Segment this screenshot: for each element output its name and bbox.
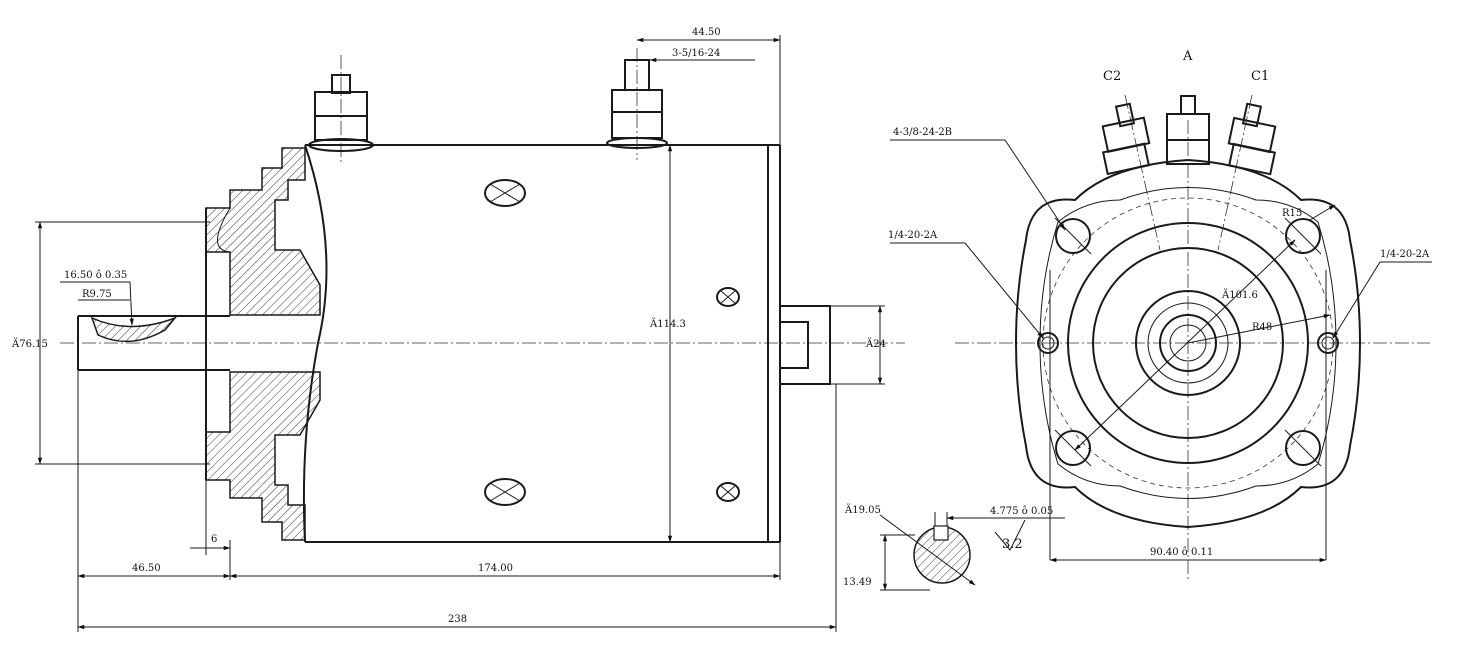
dim-thread-4-3-8: 4-3/8-24-2B (893, 127, 952, 138)
dim-r15: R15 (1282, 208, 1302, 219)
dim-thread-3-5-16-24: 3-5/16-24 (672, 48, 720, 59)
dim-dia-114-3: Ä114.3 (649, 318, 686, 330)
mounting-flange (205, 147, 321, 541)
dim-46-50: 46.50 (132, 563, 161, 574)
terminal-label-c2: C2 (1103, 69, 1121, 84)
dim-90-40: 90.40 ô 0.11 (1150, 547, 1213, 558)
dim-238: 238 (448, 614, 467, 625)
terminal-stud-left (308, 55, 374, 165)
terminal-c1 (1217, 94, 1277, 251)
dimension-lines (37, 35, 883, 632)
terminal-c2 (1101, 94, 1161, 251)
dim-r9-75: R9.75 (82, 289, 112, 300)
dim-44-50: 44.50 (692, 27, 721, 38)
mounting-hole-icon (1317, 332, 1339, 354)
dim-13-49: 13.49 (843, 577, 872, 588)
dim-dia-19-05: Ä19.05 (844, 504, 881, 516)
end-housing-outline (1014, 158, 1362, 529)
dim-6: 6 (211, 534, 217, 545)
terminal-label-c1: C1 (1251, 69, 1269, 84)
terminal-label-a: A (1182, 49, 1193, 64)
mounting-hole-icon (1037, 332, 1059, 354)
surface-roughness-3-2: 3.2 (1002, 537, 1023, 552)
dim-4-775: 4.775 ô 0.05 (990, 506, 1053, 517)
shaft (35, 221, 230, 465)
mounting-hole-icon (1054, 429, 1092, 467)
dim-thread-1-4-right: 1/4-20-2A (1380, 249, 1430, 260)
screw-icon (484, 478, 526, 506)
dim-174: 174.00 (478, 563, 513, 574)
motor-body (302, 144, 885, 543)
shaft-key-detail: Ä19.05 4.775 ô 0.05 3.2 13.49 (843, 504, 1065, 591)
terminal-stud-right (606, 48, 668, 160)
mounting-hole-icon (1284, 429, 1322, 467)
screw-icon (716, 482, 740, 502)
key-slot-section (90, 316, 178, 343)
dim-dia-24: Ä24 (865, 338, 886, 350)
mounting-hole-icon (1284, 217, 1322, 255)
terminal-a (1166, 95, 1210, 165)
dim-r48: R48 (1252, 322, 1272, 333)
screw-icon (716, 287, 740, 307)
dim-dia-101-6: Ä101.6 (1221, 289, 1258, 301)
dim-16-50: 16.50 ô 0.35 (64, 270, 127, 281)
screw-icon (484, 179, 526, 207)
end-view: C2 A C1 4-3/8-24-2B 1/4-20-2A 1/4-20-2A … (888, 49, 1432, 580)
dim-thread-1-4-left: 1/4-20-2A (888, 230, 938, 241)
dim-dia-76-15: Ä76.15 (11, 338, 48, 350)
side-view: 44.50 3-5/16-24 16.50 ô 0.35 R9.75 Ä76.1… (11, 27, 905, 632)
